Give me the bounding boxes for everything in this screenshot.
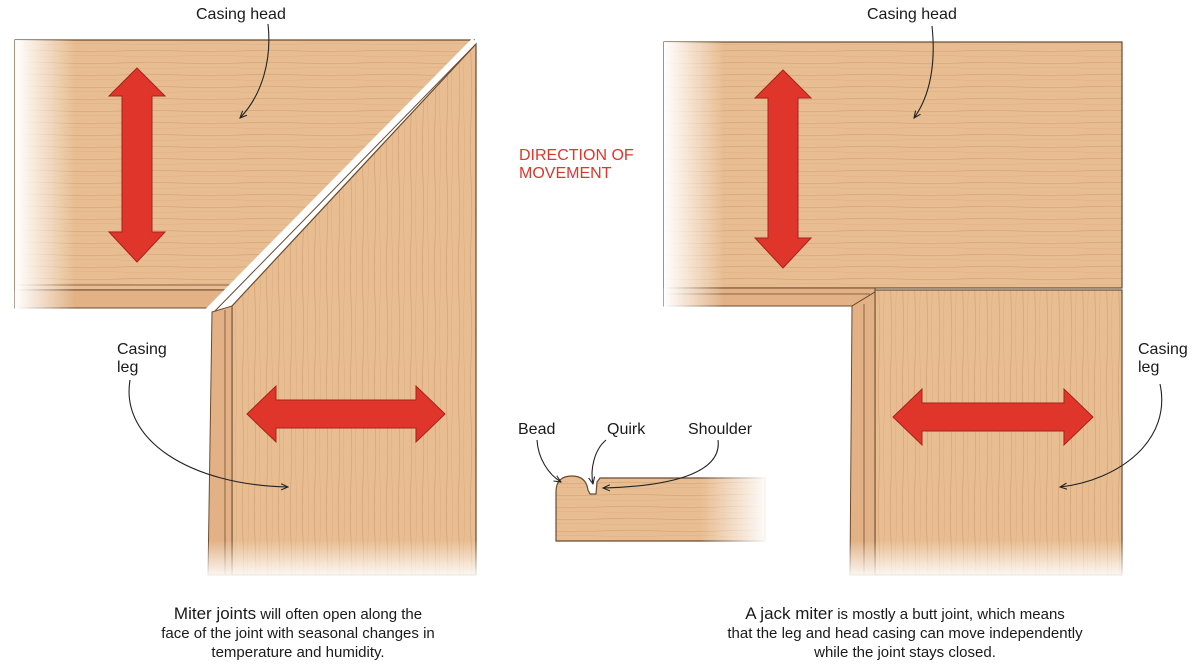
jack-miter-caption: A jack miter is mostly a butt joint, whi… bbox=[685, 604, 1125, 662]
right-leg-bead bbox=[849, 291, 876, 576]
right-vertical-movement-arrow bbox=[753, 69, 813, 269]
right-casing-leg-label-line2: leg bbox=[1138, 359, 1160, 376]
left-leg-leader bbox=[128, 379, 288, 487]
quirk-label: Quirk bbox=[607, 421, 646, 438]
right-head-leader bbox=[914, 25, 934, 118]
direction-of-movement-label-line1: DIRECTION OF bbox=[519, 147, 634, 164]
miter-caption-lead: Miter joints bbox=[173, 604, 257, 623]
quirk-leader bbox=[592, 439, 607, 484]
miter-caption-line2: face of the joint with seasonal changes … bbox=[161, 625, 435, 642]
jack-caption-line1: is mostly a butt joint, which means bbox=[833, 606, 1065, 623]
jack-caption-line3: while the joint stays closed. bbox=[814, 644, 996, 661]
left-vertical-movement-arrow bbox=[107, 67, 167, 263]
jack-caption-lead: A jack miter bbox=[745, 604, 834, 623]
left-casing-leg-label-line1: Casing bbox=[117, 341, 167, 358]
miter-joint-casing bbox=[14, 23, 480, 580]
right-casing-leg-label-line1: Casing bbox=[1138, 341, 1188, 358]
miter-gap bbox=[204, 38, 476, 314]
left-horizontal-movement-arrow bbox=[246, 384, 446, 444]
right-horizontal-movement-arrow bbox=[892, 387, 1094, 447]
shoulder-label: Shoulder bbox=[688, 421, 753, 438]
direction-of-movement-label-line2: MOVEMENT bbox=[519, 165, 612, 182]
right-leg-leader bbox=[1060, 383, 1163, 487]
bead-leader bbox=[536, 439, 561, 482]
miter-joint-caption: Miter joints will often open along the f… bbox=[100, 604, 496, 662]
miter-caption-line1: will often open along the bbox=[256, 606, 423, 623]
right-casing-head bbox=[663, 41, 1123, 289]
left-casing-head-label: Casing head bbox=[196, 6, 286, 23]
jack-miter-casing bbox=[663, 25, 1163, 580]
left-casing-leg-label-line2: leg bbox=[117, 359, 139, 376]
jack-caption-line2: that the leg and head casing can move in… bbox=[727, 625, 1083, 642]
right-casing-head-label: Casing head bbox=[867, 6, 957, 23]
shoulder-leader bbox=[603, 439, 719, 488]
miter-caption-line3: temperature and humidity. bbox=[211, 644, 385, 661]
bead-label: Bead bbox=[518, 421, 556, 438]
casing-profile-section bbox=[536, 439, 770, 544]
left-head-leader bbox=[240, 23, 270, 118]
left-leg-bead bbox=[207, 305, 233, 576]
